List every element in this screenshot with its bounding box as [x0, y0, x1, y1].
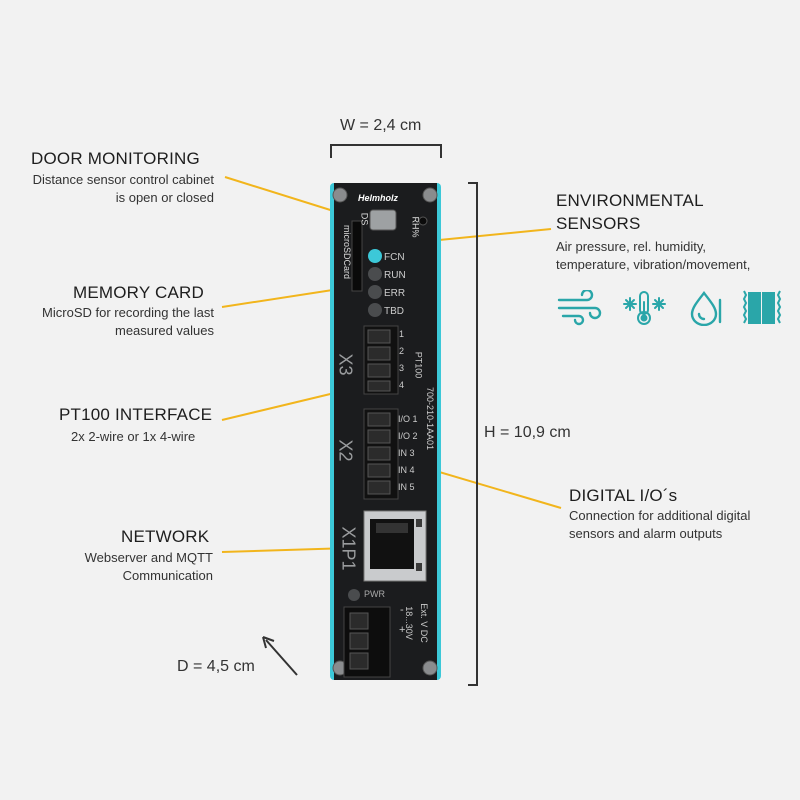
minus-label: - [400, 604, 404, 616]
height-label: H = 10,9 cm [484, 424, 571, 441]
led-run [368, 267, 382, 281]
network-title: NETWORK [121, 527, 210, 546]
memory-desc-2: measured values [115, 323, 214, 338]
pt100-desc: 2x 2-wire or 1x 4-wire [71, 429, 196, 444]
ds-label: DS [359, 212, 370, 226]
x3-pin-2: 2 [399, 346, 405, 356]
network-desc-1: Webserver and MQTT [84, 550, 213, 565]
x1p1-label: X1P1 [338, 526, 359, 571]
door-sensor-window [369, 209, 397, 231]
env-desc-1: Air pressure, rel. humidity, [556, 239, 707, 254]
wind-icon [557, 290, 602, 326]
width-label: W = 2,4 cm [340, 117, 422, 134]
ext-vdc-label: Ext. V DC [418, 603, 429, 643]
led-tbd [368, 303, 382, 317]
device-details [332, 187, 438, 678]
env-desc-2: temperature, vibration/movement, [556, 257, 751, 272]
x2-label: X2 [335, 439, 356, 462]
led-label-err: ERR [384, 288, 406, 299]
part-number-label: 700-210-1AA01 [425, 387, 435, 451]
x3-label: X3 [335, 353, 356, 376]
plus-label: + [399, 624, 406, 636]
rh-sensor-hole [418, 216, 428, 226]
dio-title: DIGITAL I/O´s [569, 486, 678, 505]
x2-pin-2: I/O 2 [398, 431, 418, 441]
env-title-1: ENVIRONMENTAL [556, 191, 704, 210]
env-line [418, 228, 552, 243]
humidity-drop-icon [690, 291, 722, 326]
network-desc-2: Communication [122, 568, 213, 583]
led-pwr [348, 589, 360, 601]
door-title: DOOR MONITORING [31, 149, 200, 168]
memory-title: MEMORY CARD [73, 283, 204, 302]
door-desc-1: Distance sensor control cabinet [32, 172, 214, 187]
height-bracket [468, 182, 478, 686]
door-desc-2: is open or closed [115, 190, 214, 205]
pt100-label: PT100 [413, 351, 424, 379]
dio-desc-2: sensors and alarm outputs [569, 526, 723, 541]
x3-pin-4: 4 [399, 380, 405, 390]
rh-label: RH% [410, 216, 421, 238]
microsd-slot [351, 220, 363, 292]
x2-pin-4: IN 4 [398, 465, 415, 475]
memory-desc-1: MicroSD for recording the last [42, 305, 214, 320]
depth-arrow-line [265, 639, 298, 676]
led-err [368, 285, 382, 299]
x3-pin-3: 3 [399, 363, 405, 373]
env-title-2: SENSORS [556, 214, 641, 233]
dio-desc-1: Connection for additional digital [569, 508, 751, 523]
x2-pin-5: IN 5 [398, 482, 415, 492]
vibration-icon [742, 290, 782, 324]
depth-label: D = 4,5 cm [177, 658, 255, 675]
microsd-label: microSDCard [342, 225, 352, 280]
x3-pin-1: 1 [399, 329, 405, 339]
pwr-label: PWR [364, 589, 385, 599]
led-fcn [368, 249, 382, 263]
x2-pin-3: IN 3 [398, 448, 415, 458]
led-label-tbd: TBD [384, 306, 404, 317]
temperature-cold-icon [623, 291, 666, 325]
led-label-run: RUN [384, 270, 406, 281]
width-bracket [330, 144, 442, 158]
pt100-title: PT100 INTERFACE [59, 405, 213, 424]
led-label-fcn: FCN [384, 252, 405, 263]
x2-pin-1: I/O 1 [398, 414, 418, 424]
brand-label: Helmholz [358, 193, 399, 203]
